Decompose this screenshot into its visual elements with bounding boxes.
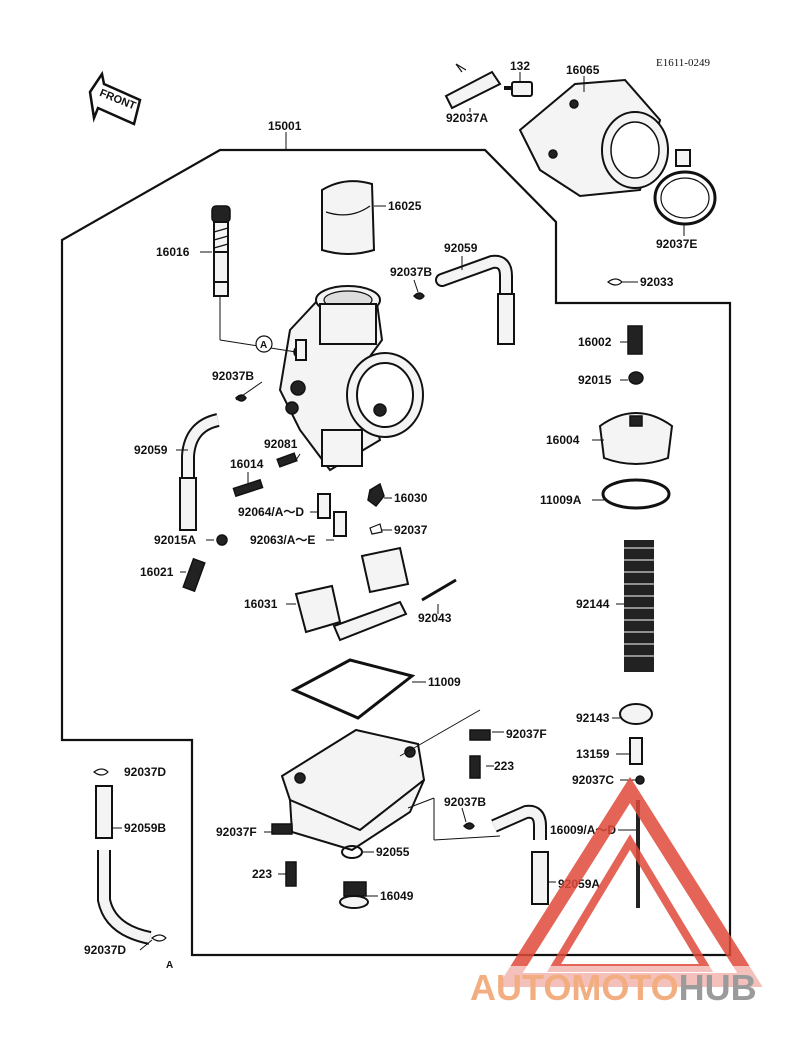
label-15001: 15001: [268, 119, 302, 133]
washer-92015: [628, 371, 644, 385]
label-92081: 92081: [264, 437, 298, 451]
throttle-slide-16025: [321, 180, 376, 255]
label-16016: 16016: [156, 245, 190, 259]
svg-text:A: A: [260, 340, 267, 351]
clip-92033: [606, 278, 623, 286]
clip-92037B-top: [412, 292, 425, 300]
label-16002: 16002: [578, 335, 612, 349]
label-92033: 92033: [640, 275, 674, 289]
label-92063: 92063/A～E: [250, 533, 315, 547]
screw-16002: [627, 325, 643, 355]
label-92037B-left: 92037B: [212, 369, 254, 383]
label-11009: 11009: [428, 675, 461, 689]
clip-92037F-right: [469, 729, 491, 741]
label-92037F-right: 92037F: [506, 727, 547, 741]
float-16031: [294, 546, 410, 642]
label-92037: 92037: [394, 523, 428, 537]
drain-plug-16049: [339, 881, 369, 909]
screw-16021: [182, 557, 206, 593]
clamp-92037E: [653, 149, 717, 226]
label-92037D-bottom: 92037D: [84, 943, 126, 957]
label-92059-left: 92059: [134, 443, 168, 457]
label-223-right: 223: [494, 759, 514, 773]
label-92037E: 92037E: [656, 237, 697, 251]
callout-marker-A-bottom: A: [166, 960, 173, 971]
label-92015: 92015: [578, 373, 612, 387]
label-92144: 92144: [576, 597, 610, 611]
label-16030: 16030: [394, 491, 428, 505]
bolt-223-left: [285, 861, 297, 887]
spring-92081: [276, 452, 298, 468]
spring-92144: [624, 540, 654, 672]
clip-92037B-bottom: [462, 822, 475, 830]
clip-92037: [369, 523, 383, 535]
watermark-logo: AUTOMOTOHUB: [468, 776, 800, 1008]
diagram-code: E1611-0249: [656, 57, 710, 69]
label-92037F-left: 92037F: [216, 825, 257, 839]
label-16025: 16025: [388, 199, 422, 213]
bolt-132: [504, 81, 533, 97]
label-11009A: 11009A: [540, 493, 582, 507]
label-92059B: 92059B: [124, 821, 166, 835]
holder-13159: [629, 737, 643, 765]
hose-92059-top-lower: [497, 293, 515, 345]
label-92043: 92043: [418, 611, 452, 625]
label-92037A: 92037A: [446, 111, 488, 125]
clip-92037C: [635, 775, 645, 785]
label-16065: 16065: [566, 63, 600, 77]
label-16004: 16004: [546, 433, 580, 447]
label-92037B-top: 92037B: [390, 265, 432, 279]
front-arrow-icon: FRONT: [88, 70, 142, 126]
label-92059-top: 92059: [444, 241, 478, 255]
hose-92059B: [95, 785, 113, 839]
leader-lines: [112, 72, 685, 951]
label-92143: 92143: [576, 711, 610, 725]
callout-marker-A-top: A: [255, 335, 273, 353]
clip-92037B-left: [234, 394, 247, 402]
watermark-part2: HUB: [679, 967, 757, 1008]
label-92037B-bottom: 92037B: [444, 795, 486, 809]
label-92015A: 92015A: [154, 533, 196, 547]
label-92064: 92064/A～D: [238, 505, 304, 519]
pin-92043: [421, 578, 457, 602]
label-13159: 13159: [576, 747, 610, 761]
label-132: 132: [510, 59, 530, 73]
label-16021: 16021: [140, 565, 174, 579]
retainer-92143: [619, 703, 653, 725]
label-92037C: 92037C: [572, 773, 614, 787]
jet-92063: [333, 511, 347, 537]
label-223-left: 223: [252, 867, 272, 881]
hose-92059A-lower: [531, 851, 549, 905]
hose-92059-left-lower: [179, 477, 197, 531]
clip-92037D-top: [92, 768, 109, 776]
gasket-11009: [290, 658, 416, 720]
washer-92015A: [216, 534, 228, 546]
svg-text:A: A: [166, 960, 173, 971]
clip-92037D-bottom: [150, 934, 167, 942]
label-92055: 92055: [376, 845, 410, 859]
carburetor-body-15001: [278, 285, 424, 472]
label-16049: 16049: [380, 889, 414, 903]
clip-92037F-left: [271, 823, 293, 835]
bracket-92037A: [444, 63, 502, 110]
jet-16014: [232, 478, 264, 498]
label-16014: 16014: [230, 457, 264, 471]
air-screw-16016: [211, 205, 231, 297]
float-valve-16030: [367, 482, 385, 508]
watermark-text: AUTOMOTOHUB: [470, 967, 757, 1008]
watermark-part1: AUTOMOTO: [470, 967, 679, 1008]
label-92037D-top: 92037D: [124, 765, 166, 779]
label-16031: 16031: [244, 597, 278, 611]
gasket-11009A: [601, 478, 671, 510]
cap-16004: [598, 412, 674, 465]
float-bowl: [280, 728, 426, 852]
jet-92064: [317, 493, 331, 519]
bolt-223-right: [469, 755, 481, 779]
intake-manifold-16065: [518, 78, 669, 198]
